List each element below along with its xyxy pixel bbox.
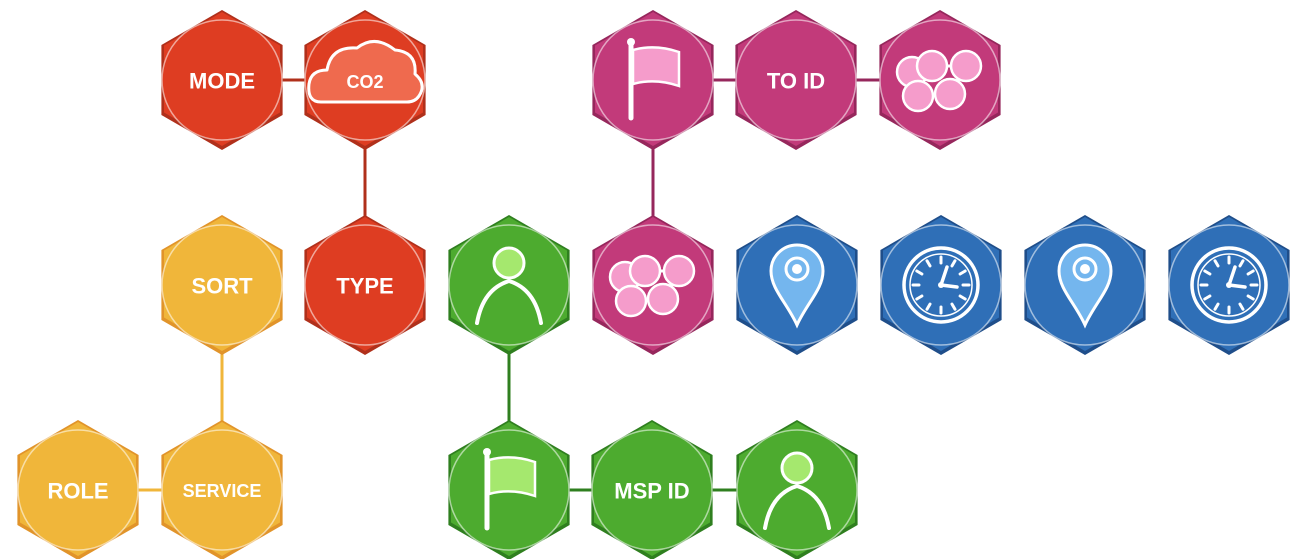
node-user-g2[interactable] <box>736 420 858 559</box>
node-circle <box>161 429 283 551</box>
node-toid[interactable]: TO ID <box>735 10 857 150</box>
node-flag-m[interactable] <box>592 10 714 150</box>
cloud-icon <box>307 40 424 104</box>
node-circle <box>161 19 283 141</box>
node-clock-b2[interactable] <box>1168 215 1290 355</box>
node-user-g1[interactable] <box>448 215 570 355</box>
node-flag-g[interactable] <box>448 420 570 559</box>
user-icon <box>475 246 543 325</box>
node-circle <box>591 429 713 551</box>
chain-icon <box>895 49 983 113</box>
node-label-mode: MODE <box>189 69 255 94</box>
node-chain-m1[interactable] <box>879 10 1001 150</box>
nodes-layer: MODE CO2 TO ID SORT TYPE ROLE SERVICE MSP ID <box>17 10 1290 559</box>
location-pin-icon <box>1057 243 1113 329</box>
location-pin-icon <box>769 243 825 329</box>
node-circle <box>736 429 858 551</box>
node-label-service: SERVICE <box>183 481 262 501</box>
node-circle <box>161 224 283 346</box>
flag-icon <box>483 448 537 531</box>
node-label-sort: SORT <box>191 274 253 299</box>
node-circle <box>17 429 139 551</box>
node-circle <box>735 19 857 141</box>
node-clock-b1[interactable] <box>880 215 1002 355</box>
node-role[interactable]: ROLE <box>17 420 139 559</box>
node-label-co2: CO2 <box>346 72 383 92</box>
chain-icon <box>608 254 696 318</box>
clock-icon <box>902 246 980 324</box>
node-sort[interactable]: SORT <box>161 215 283 355</box>
node-label-mspid: MSP ID <box>614 479 689 504</box>
node-label-role: ROLE <box>47 479 108 504</box>
node-circle <box>304 224 426 346</box>
node-type[interactable]: TYPE <box>304 215 426 355</box>
clock-icon <box>1190 246 1268 324</box>
node-co2[interactable]: CO2 <box>304 10 426 150</box>
node-mode[interactable]: MODE <box>161 10 283 150</box>
node-label-type: TYPE <box>336 274 393 299</box>
node-chain-m2[interactable] <box>592 215 714 355</box>
node-circle <box>448 224 570 346</box>
node-mspid[interactable]: MSP ID <box>591 420 713 559</box>
user-icon <box>763 451 831 530</box>
flag-icon <box>627 38 681 121</box>
node-service[interactable]: SERVICE <box>161 420 283 559</box>
node-label-toid: TO ID <box>767 69 825 94</box>
node-pin-b2[interactable] <box>1024 215 1146 355</box>
node-pin-b1[interactable] <box>736 215 858 355</box>
